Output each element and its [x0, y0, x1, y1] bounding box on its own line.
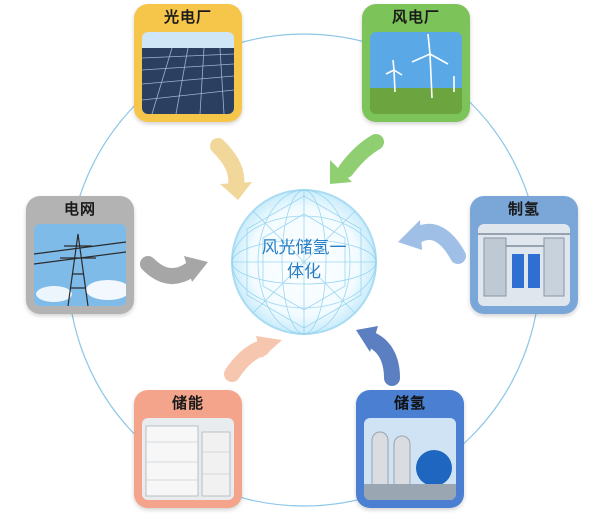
node-solar-label: 光电厂: [163, 8, 212, 26]
arrow-h2store-to-center: [356, 326, 400, 386]
node-grid-label: 电网: [63, 200, 96, 218]
arrow-solar-to-center: [210, 138, 252, 200]
node-wind-label: 风电厂: [391, 8, 440, 26]
transmission-tower-photo: [34, 224, 126, 306]
center-title: 风光储氢一 体化: [224, 236, 384, 284]
node-solar-plant: 光电厂: [134, 4, 242, 122]
electrolyzer-photo: [478, 224, 570, 306]
node-storage-label: 储能: [171, 394, 204, 412]
battery-containers-photo: [142, 418, 234, 500]
arrow-grid-to-center: [140, 256, 208, 284]
node-wind-plant: 风电厂: [362, 4, 470, 122]
arrow-wind-to-center: [330, 134, 384, 184]
node-hydrogen-production: 制氢: [470, 196, 578, 314]
center-title-line2: 体化: [287, 262, 321, 282]
node-hydrogen-storage: 储氢: [356, 390, 464, 508]
solar-panels-photo: [142, 32, 234, 114]
node-h2prod-label: 制氢: [507, 200, 540, 218]
node-h2store-label: 储氢: [393, 394, 426, 412]
node-energy-storage: 储能: [134, 390, 242, 508]
node-power-grid: 电网: [26, 196, 134, 314]
hydrogen-tanks-photo: [364, 418, 456, 500]
arrow-storage-to-center: [224, 336, 282, 382]
wind-turbines-photo: [370, 32, 462, 114]
center-title-line1: 风光储氢一: [261, 238, 347, 258]
arrow-h2prod-to-center: [398, 220, 466, 264]
center-sphere: [231, 189, 377, 335]
